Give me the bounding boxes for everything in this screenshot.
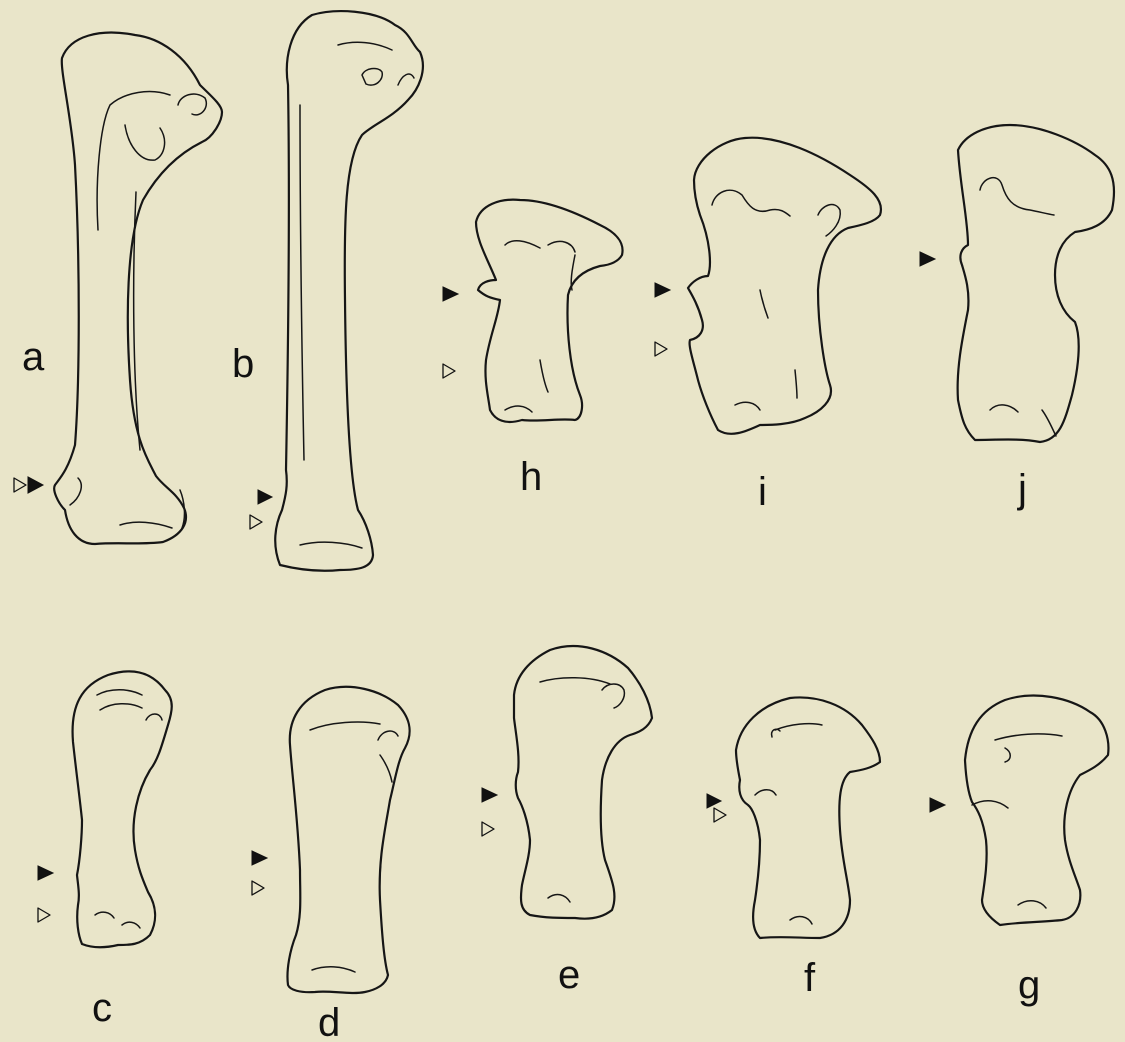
- open-arrowhead: [252, 881, 264, 895]
- panel-label-i: i: [758, 470, 767, 514]
- panel-label-b: b: [232, 342, 254, 386]
- filled-arrowhead: [482, 788, 497, 802]
- bone-drawing-a: [54, 33, 222, 544]
- arrowheads-h: [443, 287, 458, 378]
- bone-drawing-j: [958, 125, 1114, 442]
- panel-label-h: h: [520, 455, 542, 499]
- filled-arrowhead: [28, 477, 43, 493]
- open-arrowhead: [38, 908, 50, 922]
- filled-arrowhead: [930, 798, 945, 812]
- arrowheads-e: [482, 788, 497, 836]
- panel-label-a: a: [22, 335, 45, 379]
- open-arrowhead: [14, 478, 26, 492]
- bone-drawing-i: [688, 138, 881, 434]
- bone-drawing-h: [476, 200, 623, 422]
- open-arrowhead: [443, 364, 455, 378]
- arrowheads-a: [14, 477, 43, 493]
- panel-label-e: e: [558, 953, 580, 997]
- bone-drawing-d: [287, 687, 409, 993]
- bone-drawing-e: [514, 646, 652, 919]
- filled-arrowhead: [920, 252, 935, 266]
- open-arrowhead: [482, 822, 494, 836]
- arrowheads-j: [920, 252, 935, 266]
- bone-drawing-g: [965, 696, 1108, 925]
- open-arrowhead: [655, 342, 667, 356]
- filled-arrowhead: [707, 794, 721, 808]
- arrowheads-g: [930, 798, 945, 812]
- open-arrowhead: [250, 515, 262, 529]
- open-arrowhead: [714, 808, 726, 822]
- filled-arrowhead: [443, 287, 458, 301]
- filled-arrowhead: [38, 866, 53, 880]
- panel-label-g: g: [1018, 963, 1040, 1007]
- filled-arrowhead: [258, 490, 272, 504]
- filled-arrowhead: [252, 851, 267, 865]
- panel-label-c: c: [92, 986, 112, 1030]
- panel-label-d: d: [318, 1001, 340, 1042]
- arrowheads-d: [252, 851, 267, 895]
- arrowheads-f: [707, 794, 726, 822]
- bone-drawing-b: [275, 11, 423, 571]
- arrowheads-b: [250, 490, 272, 529]
- bone-drawing-f: [736, 697, 880, 938]
- arrowheads-i: [655, 283, 670, 356]
- panel-label-f: f: [804, 956, 816, 1000]
- panel-label-j: j: [1017, 467, 1027, 511]
- bone-drawing-c: [73, 671, 172, 947]
- filled-arrowhead: [655, 283, 670, 297]
- arrowheads-c: [38, 866, 53, 922]
